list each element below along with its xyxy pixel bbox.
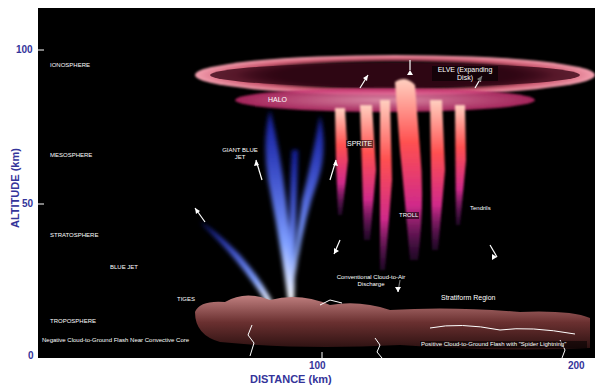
axis-title: DISTANCE (km) <box>250 373 332 385</box>
tick-number: 50 <box>22 198 33 209</box>
tick-number: 0 <box>28 350 34 361</box>
event-name: SPRITE <box>346 140 373 148</box>
event-name: ELVE (Expanding Disk) <box>432 66 498 81</box>
flash-label: Positive Cloud-to-Ground Flash with "Spi… <box>420 341 587 348</box>
layer-name: STRATOSPHERE <box>50 232 98 239</box>
axis-title: ALTITUDE (km) <box>9 143 21 233</box>
event-name: BLUE JET <box>110 264 138 271</box>
tick-number: 200 <box>568 360 585 371</box>
tick-number: 100 <box>16 44 33 55</box>
tick-number: 100 <box>309 360 326 371</box>
discharge-label: Conventional Cloud-to-Air Discharge <box>335 274 407 287</box>
event-name: HALO <box>268 96 287 104</box>
layer-name: IONOSPHERE <box>50 62 90 69</box>
layer-name: MESOSPHERE <box>50 152 92 159</box>
event-name: GIANT BLUE JET <box>222 147 258 160</box>
event-name: TIGES <box>176 296 196 303</box>
event-name: Tendrils <box>470 205 491 212</box>
event-name: TROLL <box>398 212 419 219</box>
region-label: Stratiform Region <box>440 294 496 302</box>
layer-name: TROPOSPHERE <box>50 318 96 325</box>
flash-label: Negative Cloud-to-Ground Flash Near Conv… <box>42 337 192 344</box>
